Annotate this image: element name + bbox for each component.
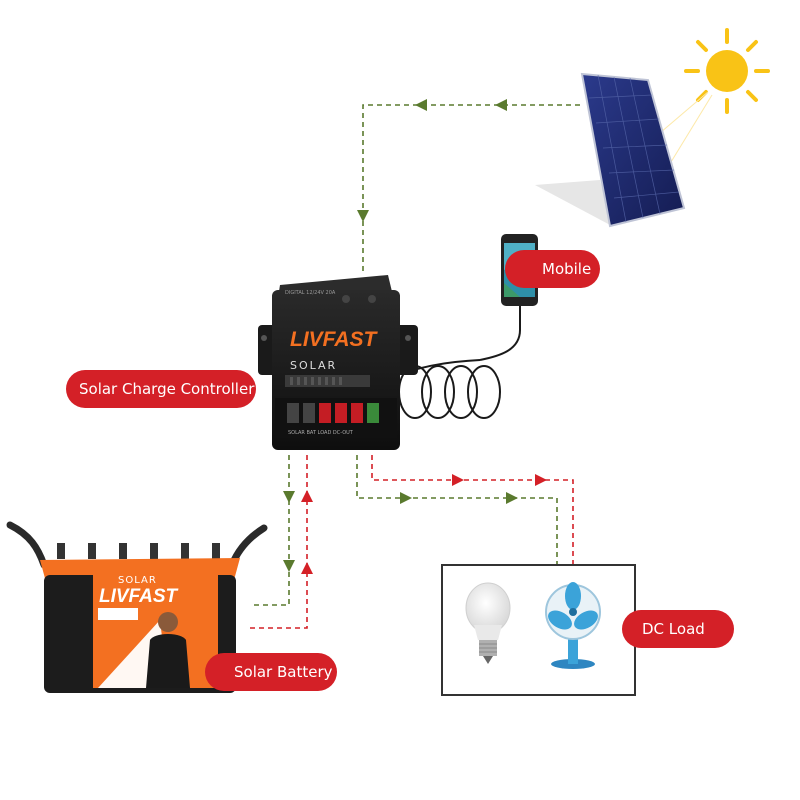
flow-arrow (452, 474, 464, 486)
flow-arrow (535, 474, 547, 486)
battery-person (146, 612, 190, 688)
dc-load-label-tag: DC Load (622, 610, 734, 648)
flow-controller-to-load-red (371, 455, 574, 564)
light-bulb (465, 582, 511, 664)
controller-model-text: DIGITAL 12/24V 20A (285, 290, 336, 296)
solar-panel (535, 72, 686, 228)
flow-arrow (506, 492, 518, 504)
mobile-label-tag: Mobile (505, 250, 600, 288)
battery-label: Solar Battery (234, 663, 333, 681)
dc-load-label: DC Load (642, 620, 705, 638)
battery-brand: LIVFAST (99, 586, 179, 607)
flow-arrow (495, 99, 507, 111)
controller-label-tag: Solar Charge Controller (66, 370, 256, 408)
battery (6, 521, 268, 693)
mobile-label: Mobile (542, 260, 592, 278)
flow-battery-to-controller (250, 455, 308, 629)
flow-controller-to-battery (250, 455, 290, 606)
controller-sub-brand: SOLAR (290, 359, 337, 372)
sun-icon (684, 28, 770, 114)
flow-arrow (415, 99, 427, 111)
flow-arrow (357, 210, 369, 222)
flow-arrow (283, 560, 295, 572)
controller-label: Solar Charge Controller (79, 380, 255, 398)
dc-load-box (441, 564, 636, 696)
flow-arrow (283, 491, 295, 503)
battery-label-tag: Solar Battery (205, 653, 337, 691)
flow-arrow (301, 490, 313, 502)
table-fan (545, 582, 601, 669)
battery-top-text: SOLAR (118, 575, 157, 586)
controller-brand: LIVFAST (290, 328, 379, 351)
flow-arrow (400, 492, 412, 504)
flow-arrow (301, 562, 313, 574)
flow-controller-to-load-green (356, 455, 558, 564)
controller-terminal-text: SOLAR BAT LOAD DC-OUT (288, 430, 354, 436)
charge-controller (258, 275, 418, 450)
